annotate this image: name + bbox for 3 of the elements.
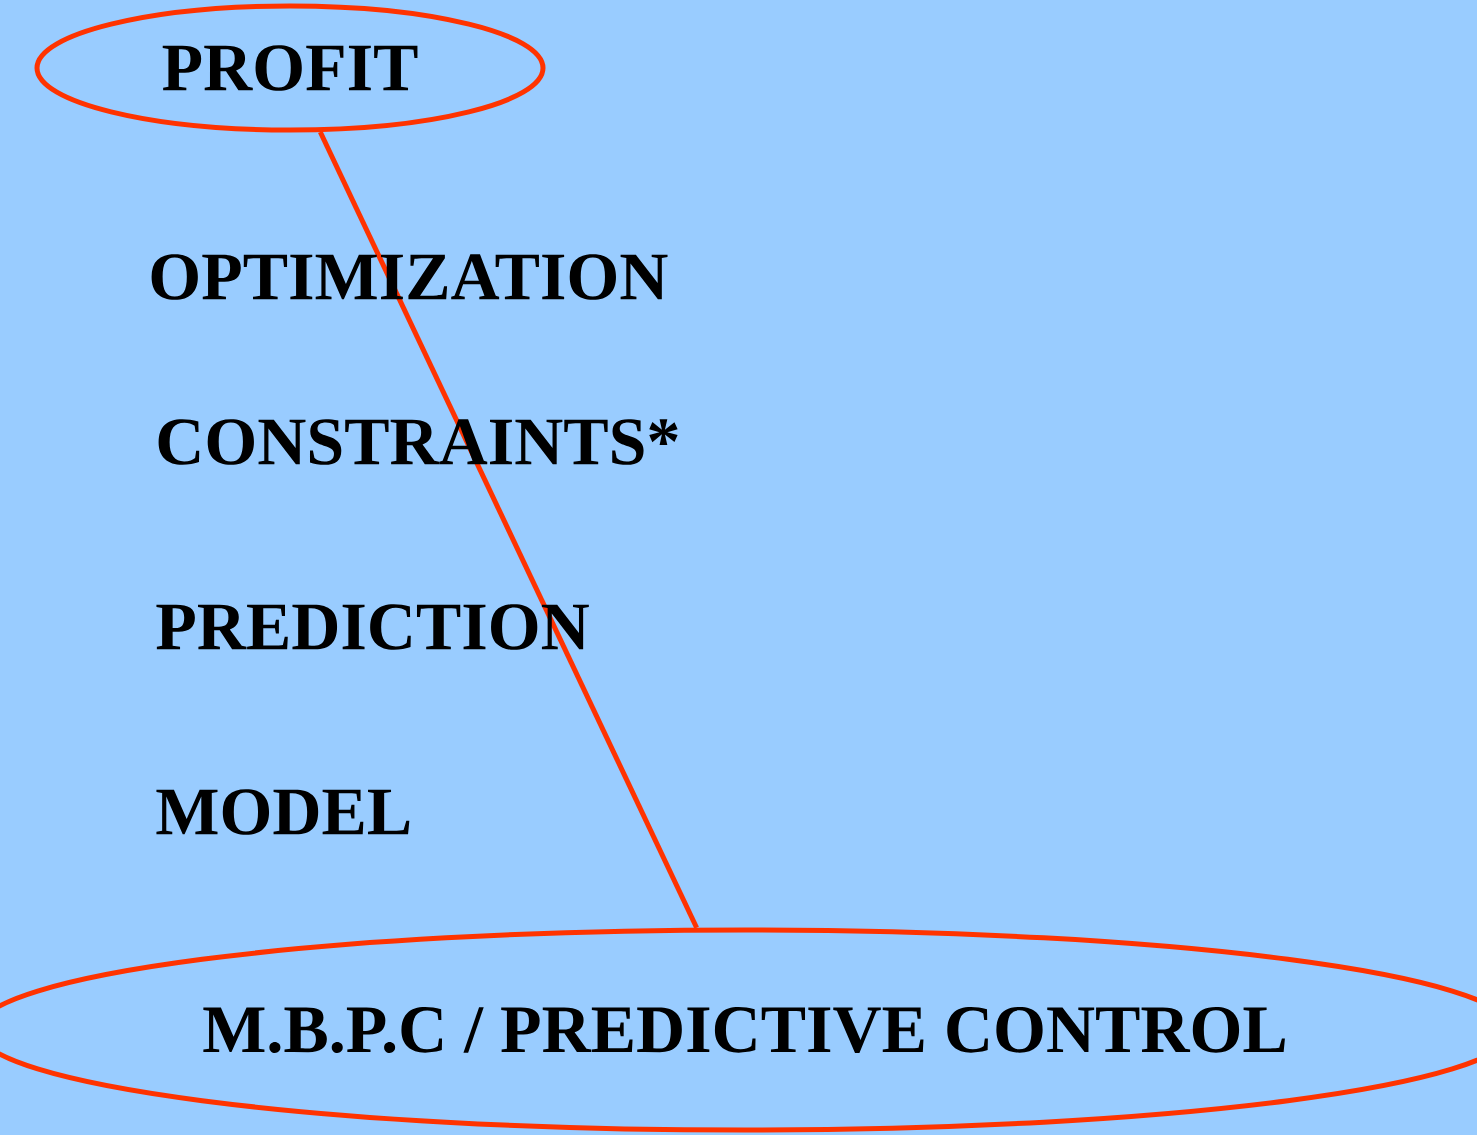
ellipse-node: PROFIT <box>34 3 546 133</box>
label: MODEL <box>156 789 410 835</box>
line <box>318 131 699 929</box>
